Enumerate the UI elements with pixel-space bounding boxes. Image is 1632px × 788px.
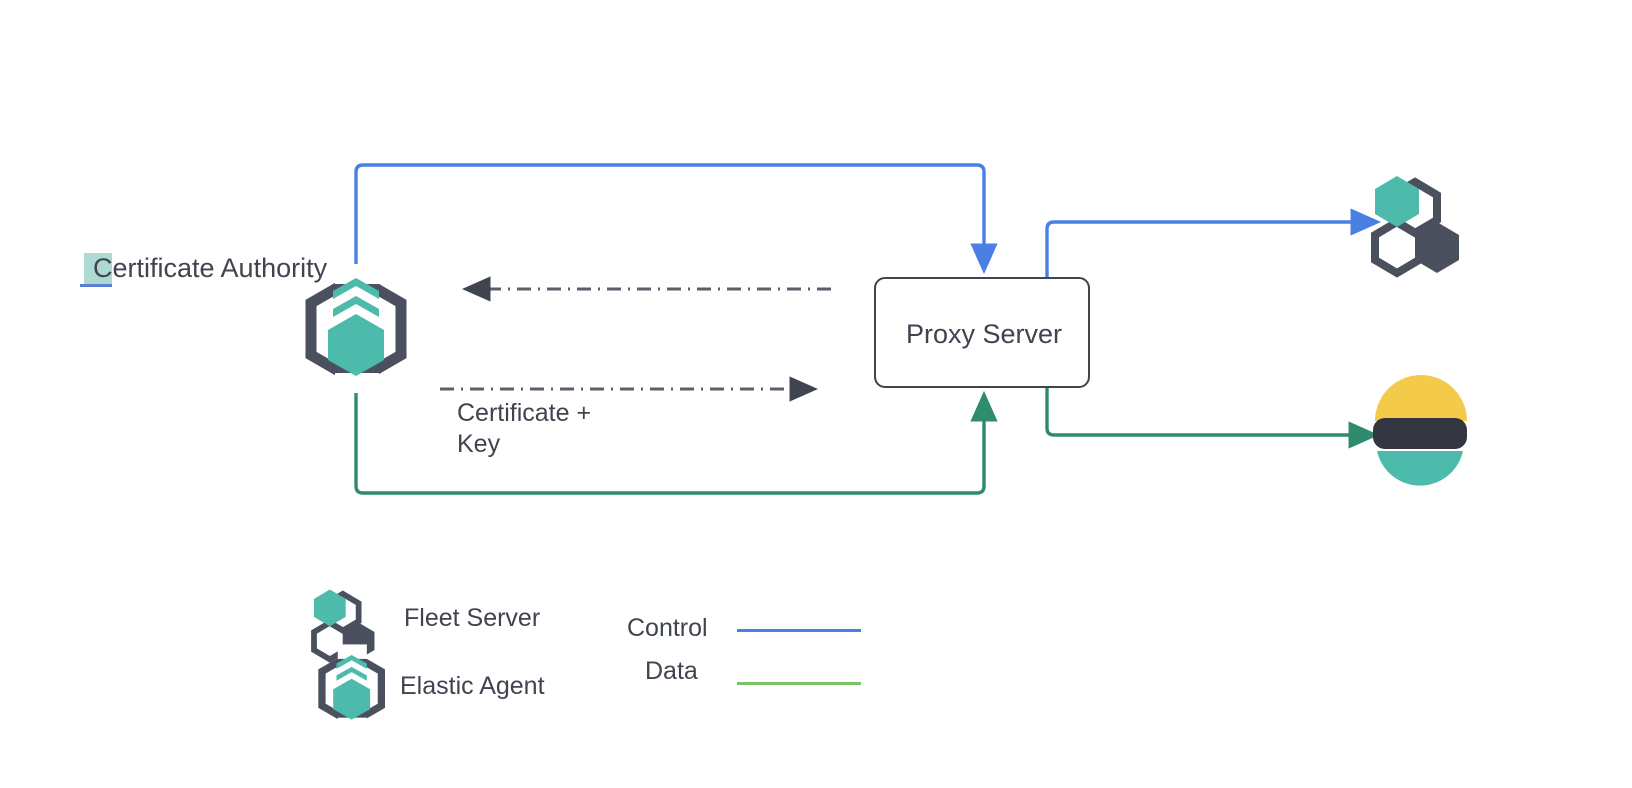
certificate-authority-highlight (84, 253, 112, 286)
proxy-server-node[interactable]: Proxy Server (874, 277, 1090, 388)
legend-line-label-control: Control (627, 614, 708, 642)
edge-data-proxy-to-elasticsearch (1045, 388, 1380, 449)
proxy-server-label: Proxy Server (905, 319, 1063, 349)
certificate-authority-underline (80, 284, 112, 287)
legend-elastic-agent-icon (318, 644, 385, 733)
elastic-agent-icon (305, 264, 407, 393)
legend-item-label-elastic-agent: Elastic Agent (400, 672, 545, 700)
certificate-authority-label: Certificate Authority (93, 253, 328, 283)
edge-control-ca-to-proxy (354, 163, 998, 285)
legend-line-swatch-data (737, 682, 861, 685)
elasticsearch-icon (1373, 375, 1467, 486)
legend-item-label-fleet-server: Fleet Server (404, 604, 541, 632)
edge-control-proxy-to-fleet (1045, 208, 1382, 277)
edge-data-ca-to-proxy (354, 380, 998, 495)
legend-line-swatch-control (737, 629, 861, 632)
certificate-key-line-1: Certificate + (457, 399, 592, 427)
legend-line-label-data: Data (645, 657, 698, 685)
fleet-server-icon (1371, 176, 1459, 278)
certificate-key-line-2: Key (457, 429, 501, 458)
certificate-key-edge-label: Certificate +Key (457, 398, 591, 459)
